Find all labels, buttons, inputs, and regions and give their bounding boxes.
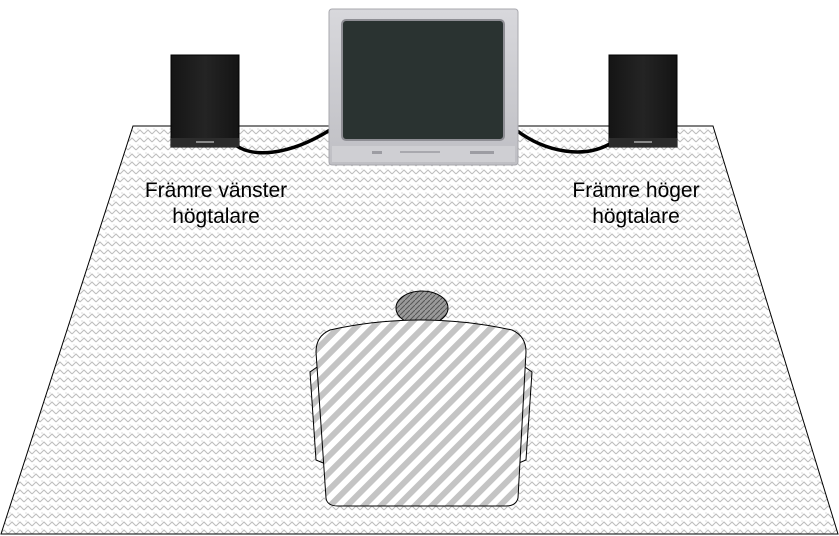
front-right-speaker-label: Främre höger högtalare <box>516 178 756 230</box>
television <box>329 9 518 165</box>
front-right-speaker <box>609 55 677 147</box>
front-right-label-line1: Främre höger <box>516 178 756 204</box>
front-right-label-line2: högtalare <box>516 204 756 230</box>
armchair <box>310 320 532 506</box>
front-left-label-line1: Främre vänster <box>96 178 336 204</box>
front-left-speaker-label: Främre vänster högtalare <box>96 178 336 230</box>
front-left-label-line2: högtalare <box>96 204 336 230</box>
front-left-speaker <box>171 55 239 147</box>
